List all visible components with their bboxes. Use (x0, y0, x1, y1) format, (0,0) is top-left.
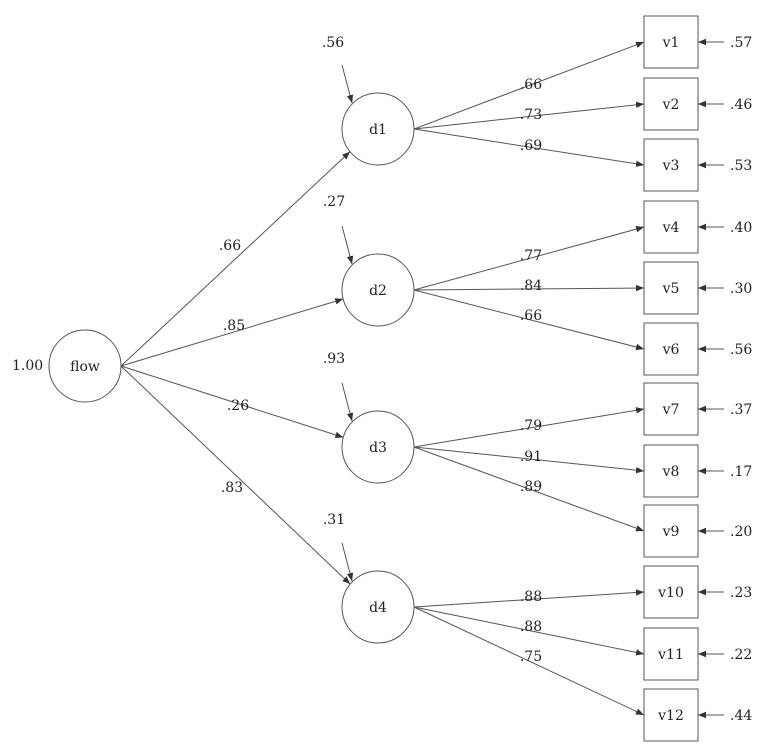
nodes-layer (48, 15, 699, 742)
residual-d3: .93 (323, 351, 345, 367)
observed-v10-label: v10 (657, 585, 684, 601)
loading-d2-v6: .66 (520, 308, 542, 324)
loading-d2-v4: .77 (520, 248, 542, 264)
latent-d4 (341, 570, 415, 644)
error-v4: .40 (730, 220, 752, 236)
observed-v2 (643, 77, 699, 131)
path-d3-v8 (413, 446, 645, 474)
error-v8: .17 (730, 464, 752, 480)
path-d2-v6 (413, 289, 645, 351)
path-flow-d2 (120, 298, 344, 367)
observed-v5-label: v5 (662, 281, 680, 297)
loading-d1-v1: .66 (520, 77, 542, 93)
latent-d1 (341, 92, 415, 166)
latent-d2 (341, 253, 415, 327)
path-d4-v10 (413, 589, 645, 608)
path-d3-v9 (413, 446, 645, 532)
path-flow-d3 (120, 365, 344, 439)
observed-v9-label: v9 (662, 524, 680, 540)
loading-d1-v2: .73 (520, 107, 542, 123)
residual-arrow-d2 (341, 225, 354, 265)
observed-v10 (643, 565, 699, 619)
edges-layer (120, 38, 724, 719)
residual-d2: .27 (323, 194, 345, 210)
loading-flow-d4: .83 (221, 480, 243, 496)
loading-d4-v10: .88 (520, 589, 542, 605)
observed-v1-label: v1 (662, 35, 680, 51)
observed-v4 (643, 200, 699, 254)
observed-v12-label: v12 (657, 708, 684, 724)
path-flow-d1 (120, 151, 351, 367)
path-d4-v12 (413, 606, 645, 716)
error-v1: .57 (730, 35, 752, 51)
loading-d1-v3: .69 (520, 138, 542, 154)
observed-v11-label: v11 (657, 647, 684, 663)
path-d1-v2 (413, 101, 645, 130)
loading-flow-d2: .85 (223, 318, 245, 334)
observed-v2-label: v2 (662, 97, 680, 113)
observed-v8 (643, 444, 699, 498)
observed-v9 (643, 504, 699, 558)
observed-v12 (643, 688, 699, 742)
path-d4-v11 (413, 606, 645, 656)
observed-v3 (643, 138, 699, 192)
flow-variance-label: 1.00 (12, 358, 43, 374)
latent-flow-label: flow (70, 359, 100, 375)
path-d2-v5 (413, 284, 645, 292)
error-v12: .44 (730, 708, 752, 724)
observed-v6-label: v6 (662, 342, 680, 358)
error-v2: .46 (730, 97, 752, 113)
error-v10: .23 (730, 585, 752, 601)
observed-v4-label: v4 (662, 220, 680, 236)
residual-arrow-d1 (341, 64, 354, 104)
error-v5: .30 (730, 281, 752, 297)
residual-arrow-d4 (341, 542, 354, 582)
observed-v6 (643, 322, 699, 376)
path-d3-v7 (413, 407, 645, 448)
observed-v7 (643, 382, 699, 436)
path-flow-d4 (120, 365, 351, 585)
residual-d4: .31 (323, 512, 345, 528)
residual-d1: .56 (322, 35, 344, 51)
latent-d3 (341, 410, 415, 484)
observed-v1 (643, 15, 699, 69)
observed-v3-label: v3 (662, 158, 680, 174)
latent-d2-label: d2 (369, 283, 387, 299)
observed-v8-label: v8 (662, 464, 680, 480)
latent-d4-label: d4 (369, 600, 387, 616)
path-d2-v4 (413, 226, 645, 291)
error-v3: .53 (730, 158, 752, 174)
latent-d1-label: d1 (369, 122, 387, 138)
observed-v11 (643, 627, 699, 681)
loading-d3-v8: .91 (520, 449, 542, 465)
path-d1-v3 (413, 128, 645, 167)
loading-d3-v7: .79 (520, 418, 542, 434)
residual-arrow-d3 (341, 382, 354, 422)
error-v11: .22 (730, 647, 752, 663)
loading-d3-v9: .89 (520, 479, 542, 495)
error-v7: .37 (730, 402, 752, 418)
loading-flow-d3: .26 (227, 398, 249, 414)
latent-d3-label: d3 (369, 440, 387, 456)
observed-v5 (643, 261, 699, 315)
error-v9: .20 (730, 524, 752, 540)
loading-d4-v11: .88 (520, 619, 542, 635)
path-d1-v1 (413, 41, 645, 130)
error-v6: .56 (730, 342, 752, 358)
latent-flow (48, 329, 122, 403)
loading-flow-d1: .66 (219, 238, 241, 254)
loading-d2-v5: .84 (520, 278, 542, 294)
observed-v7-label: v7 (662, 402, 680, 418)
loading-d4-v12: .75 (520, 649, 542, 665)
labels-layer: flow 1.00 .66 .56 d1 .66 v1 .57 .73 v2 .46 .69 v3 .53… (12, 35, 752, 724)
